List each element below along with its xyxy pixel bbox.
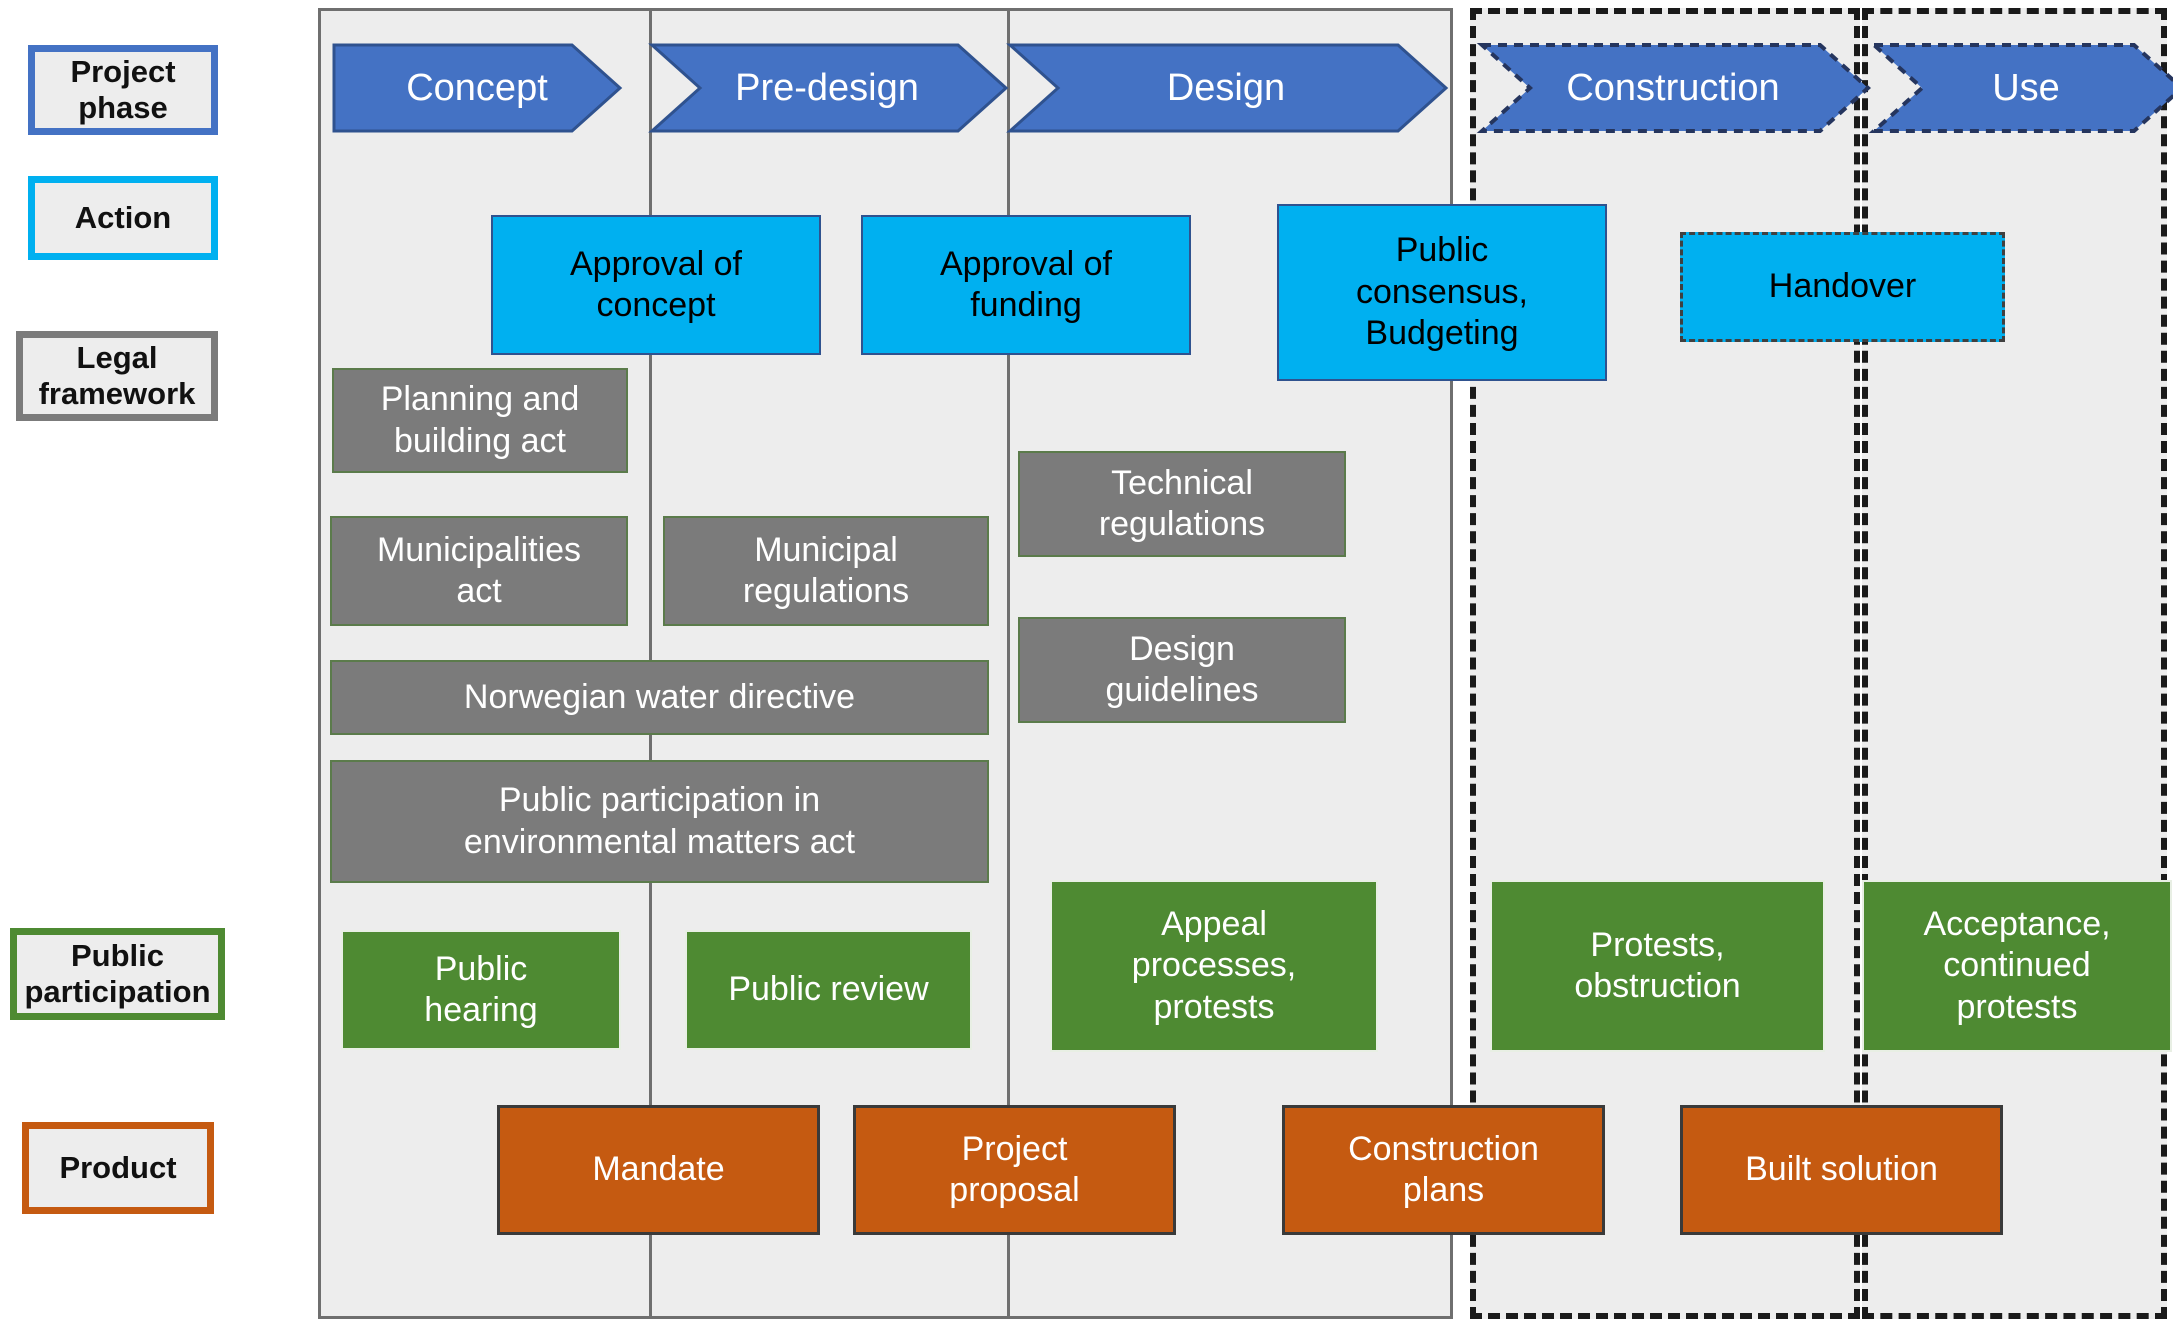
product-built-solution[interactable]: Built solution xyxy=(1680,1105,2003,1235)
participation-acceptance-continued-protests-label: Acceptance, continued protests xyxy=(1923,904,2111,1026)
chevron-right-icon xyxy=(1476,43,1871,133)
product-built-solution-label: Built solution xyxy=(1745,1150,1938,1189)
action-public-consensus-budgeting-label: Public consensus, Budgeting xyxy=(1356,231,1528,353)
product-mandate-label: Mandate xyxy=(592,1150,725,1189)
legal-norwegian-water-directive[interactable]: Norwegian water directive xyxy=(330,660,989,735)
participation-acceptance-continued-protests[interactable]: Acceptance, continued protests xyxy=(1862,880,2172,1052)
product-project-proposal-label: Project proposal xyxy=(949,1129,1080,1209)
legend-project-phase-label: Project phase xyxy=(70,54,176,125)
action-handover-label: Handover xyxy=(1768,267,1917,306)
legend-action: Action xyxy=(28,176,218,260)
product-mandate[interactable]: Mandate xyxy=(497,1105,820,1235)
participation-protests-obstruction[interactable]: Protests, obstruction xyxy=(1490,880,1825,1052)
phase-chevron-construction[interactable]: Construction xyxy=(1476,43,1871,133)
action-approval-of-funding-label: Approval of funding xyxy=(940,244,1112,324)
legend-legal-framework: Legal framework xyxy=(16,331,218,421)
participation-public-hearing-label: Public hearing xyxy=(424,949,538,1029)
legend-public-participation-label: Public participation xyxy=(24,938,211,1009)
legal-technical-regulations[interactable]: Technical regulations xyxy=(1018,451,1346,557)
legal-planning-and-building-act-label: Planning and building act xyxy=(380,380,580,460)
legal-municipal-regulations[interactable]: Municipal regulations xyxy=(663,516,989,626)
chevron-right-icon xyxy=(648,43,1009,133)
phase-chevron-predesign[interactable]: Pre-design xyxy=(648,43,1009,133)
action-handover[interactable]: Handover xyxy=(1680,232,2005,342)
action-approval-of-concept-label: Approval of concept xyxy=(570,244,742,324)
action-approval-of-concept[interactable]: Approval of concept xyxy=(491,215,821,355)
legend-legal-framework-label: Legal framework xyxy=(38,340,196,411)
legal-municipal-regulations-label: Municipal regulations xyxy=(742,530,910,610)
phase-chevron-concept[interactable]: Concept xyxy=(332,43,623,133)
legend-public-participation: Public participation xyxy=(10,928,225,1020)
participation-appeal-processes-protests[interactable]: Appeal processes, protests xyxy=(1050,880,1378,1052)
legal-technical-regulations-label: Technical regulations xyxy=(1098,463,1266,543)
chevron-right-icon xyxy=(1868,43,2173,133)
product-construction-plans[interactable]: Construction plans xyxy=(1282,1105,1605,1235)
participation-public-review[interactable]: Public review xyxy=(685,930,972,1050)
dashed-use-panel xyxy=(1862,8,2167,1319)
legend-product: Product xyxy=(22,1122,214,1214)
participation-public-hearing[interactable]: Public hearing xyxy=(341,930,621,1050)
legal-design-guidelines[interactable]: Design guidelines xyxy=(1018,617,1346,723)
participation-protests-obstruction-label: Protests, obstruction xyxy=(1574,925,1741,1005)
column-divider-predesign-design xyxy=(1007,11,1010,1316)
participation-public-review-label: Public review xyxy=(728,970,929,1009)
product-project-proposal[interactable]: Project proposal xyxy=(853,1105,1176,1235)
legend-project-phase: Project phase xyxy=(28,45,218,135)
legal-norwegian-water-directive-label: Norwegian water directive xyxy=(463,677,856,716)
legal-municipalities-act[interactable]: Municipalities act xyxy=(330,516,628,626)
participation-appeal-processes-protests-label: Appeal processes, protests xyxy=(1131,904,1297,1026)
legal-municipalities-act-label: Municipalities act xyxy=(376,530,582,610)
action-public-consensus-budgeting[interactable]: Public consensus, Budgeting xyxy=(1277,204,1607,381)
legal-design-guidelines-label: Design guidelines xyxy=(1105,629,1259,709)
phase-chevron-use[interactable]: Use xyxy=(1868,43,2173,133)
legal-planning-and-building-act[interactable]: Planning and building act xyxy=(332,368,628,473)
legal-public-participation-environmental-matters-act[interactable]: Public participation in environmental ma… xyxy=(330,760,989,883)
legend-product-label: Product xyxy=(59,1150,177,1186)
legal-public-participation-environmental-matters-act-label: Public participation in environmental ma… xyxy=(463,781,856,861)
product-construction-plans-label: Construction plans xyxy=(1348,1129,1539,1209)
chevron-right-icon xyxy=(332,43,623,133)
action-approval-of-funding[interactable]: Approval of funding xyxy=(861,215,1191,355)
phase-chevron-design[interactable]: Design xyxy=(1006,43,1449,133)
legend-action-label: Action xyxy=(74,200,172,236)
chevron-right-icon xyxy=(1006,43,1449,133)
